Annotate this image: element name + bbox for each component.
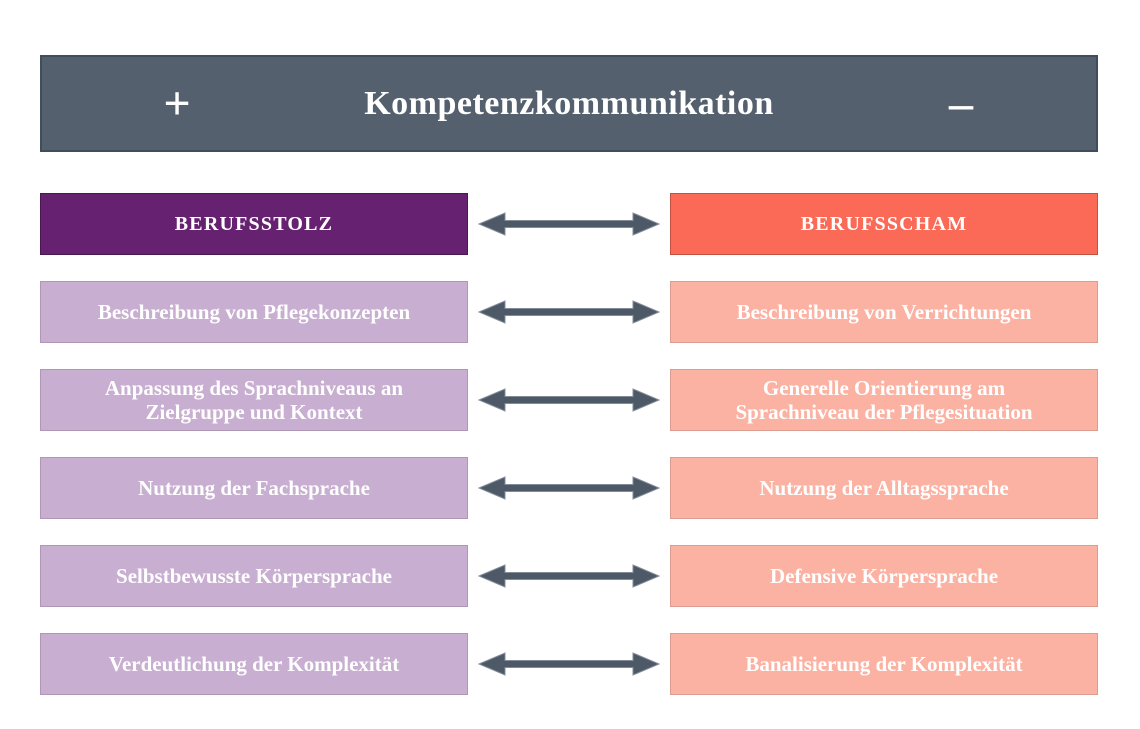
left-box: Beschreibung von Pflegekonzepten [40,281,468,343]
left-box-label: BERUFSSTOLZ [174,212,334,235]
left-box: Verdeutlichung der Komplexität [40,633,468,695]
comparison-row: Nutzung der Fachsprache Nutzung der Allt… [40,457,1098,519]
double-arrow-icon [477,212,661,236]
comparison-row: Anpassung des Sprachniveaus an Zielgrupp… [40,369,1098,431]
right-box-label: Defensive Körpersprache [769,563,999,588]
left-box-label: Nutzung der Fachsprache [138,475,370,500]
left-box-label: Verdeutlichung der Komplexität [108,651,400,676]
comparison-row: BERUFSSTOLZ BERUFSSCHAM [40,193,1098,255]
comparison-row: Beschreibung von Pflegekonzepten Beschre… [40,281,1098,343]
arrow-cell [468,369,670,431]
right-box: Generelle Orientierung am Sprachniveau d… [670,369,1098,431]
right-box-label: Banalisierung der Komplexität [745,651,1023,676]
right-box-label: BERUFSSCHAM [800,212,968,235]
double-arrow-icon [477,476,661,500]
double-arrow-icon [477,564,661,588]
left-box-label: Anpassung des Sprachniveaus an Zielgrupp… [104,375,404,424]
arrow-cell [468,193,670,255]
arrow-cell [468,281,670,343]
comparison-rows: BERUFSSTOLZ BERUFSSCHAM Beschreibung von… [40,193,1098,695]
double-arrow-icon [477,388,661,412]
comparison-row: Selbstbewusste Körpersprache Defensive K… [40,545,1098,607]
right-box-label: Beschreibung von Verrichtungen [736,299,1032,324]
right-box-label: Generelle Orientierung am Sprachniveau d… [735,375,1033,424]
plus-sign: + [163,76,191,130]
left-box: Selbstbewusste Körpersprache [40,545,468,607]
header-bar: + Kompetenzkommunikation – [40,55,1098,152]
right-box: Banalisierung der Komplexität [670,633,1098,695]
left-box: Anpassung des Sprachniveaus an Zielgrupp… [40,369,468,431]
right-box: BERUFSSCHAM [670,193,1098,255]
right-box: Beschreibung von Verrichtungen [670,281,1098,343]
left-box-label: Selbstbewusste Körpersprache [116,563,392,588]
left-box-label: Beschreibung von Pflegekonzepten [97,299,411,324]
double-arrow-icon [477,652,661,676]
comparison-row: Verdeutlichung der Komplexität Banalisie… [40,633,1098,695]
minus-sign: – [949,76,973,130]
arrow-cell [468,633,670,695]
diagram-title: Kompetenzkommunikation [364,84,774,122]
arrow-cell [468,457,670,519]
left-box: Nutzung der Fachsprache [40,457,468,519]
right-box: Defensive Körpersprache [670,545,1098,607]
left-box: BERUFSSTOLZ [40,193,468,255]
double-arrow-icon [477,300,661,324]
arrow-cell [468,545,670,607]
right-box-label: Nutzung der Alltagssprache [759,475,1009,500]
right-box: Nutzung der Alltagssprache [670,457,1098,519]
